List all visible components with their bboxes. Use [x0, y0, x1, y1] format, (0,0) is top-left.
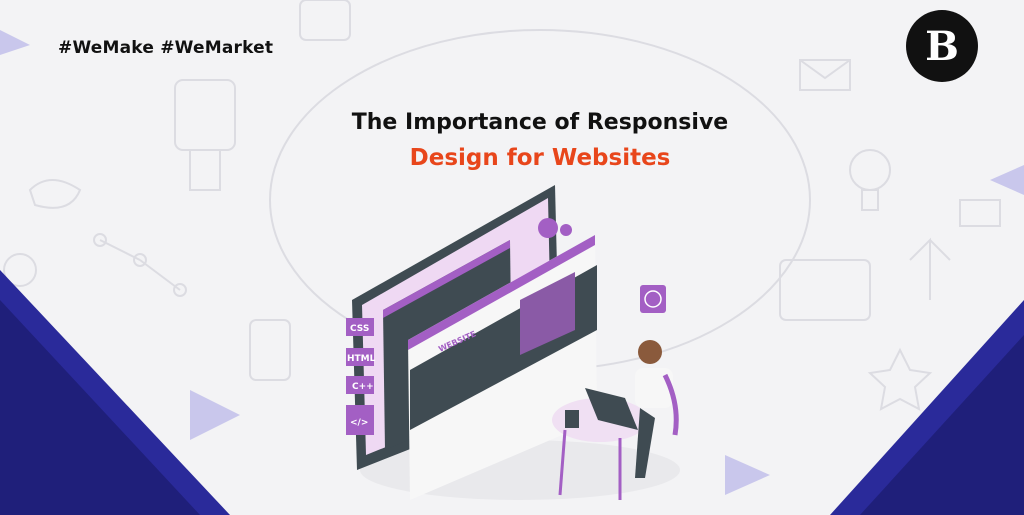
gear-icon — [560, 224, 572, 236]
triangle-decor — [990, 165, 1024, 195]
code-icon — [346, 405, 374, 435]
coffee-cup — [565, 410, 579, 428]
title-line-2: Design for Websites — [409, 145, 671, 171]
image-placeholder — [520, 272, 575, 355]
triangle-decor — [725, 455, 770, 495]
person — [638, 340, 662, 364]
hashtags: #WeMake #WeMarket — [58, 38, 274, 58]
navy-band-right-inner — [860, 335, 1024, 515]
brand-logo: B — [906, 10, 978, 82]
cpp-tag: C++ — [352, 382, 374, 392]
html-tag: HTML — [347, 354, 376, 364]
responsive-design-illustration: WEBSITE CSS HTML C++ </> — [346, 185, 680, 500]
svg-text:</>: </> — [350, 418, 368, 428]
title-line-1: The Importance of Responsive — [351, 110, 729, 135]
globe-icon — [640, 285, 666, 313]
laptop — [585, 388, 638, 430]
logo-letter: B — [925, 22, 959, 70]
gear-icon — [538, 218, 558, 238]
triangle-decor — [0, 30, 30, 55]
navy-band-left-inner — [0, 300, 200, 515]
triangle-decor — [190, 390, 240, 440]
css-tag: CSS — [350, 324, 369, 334]
